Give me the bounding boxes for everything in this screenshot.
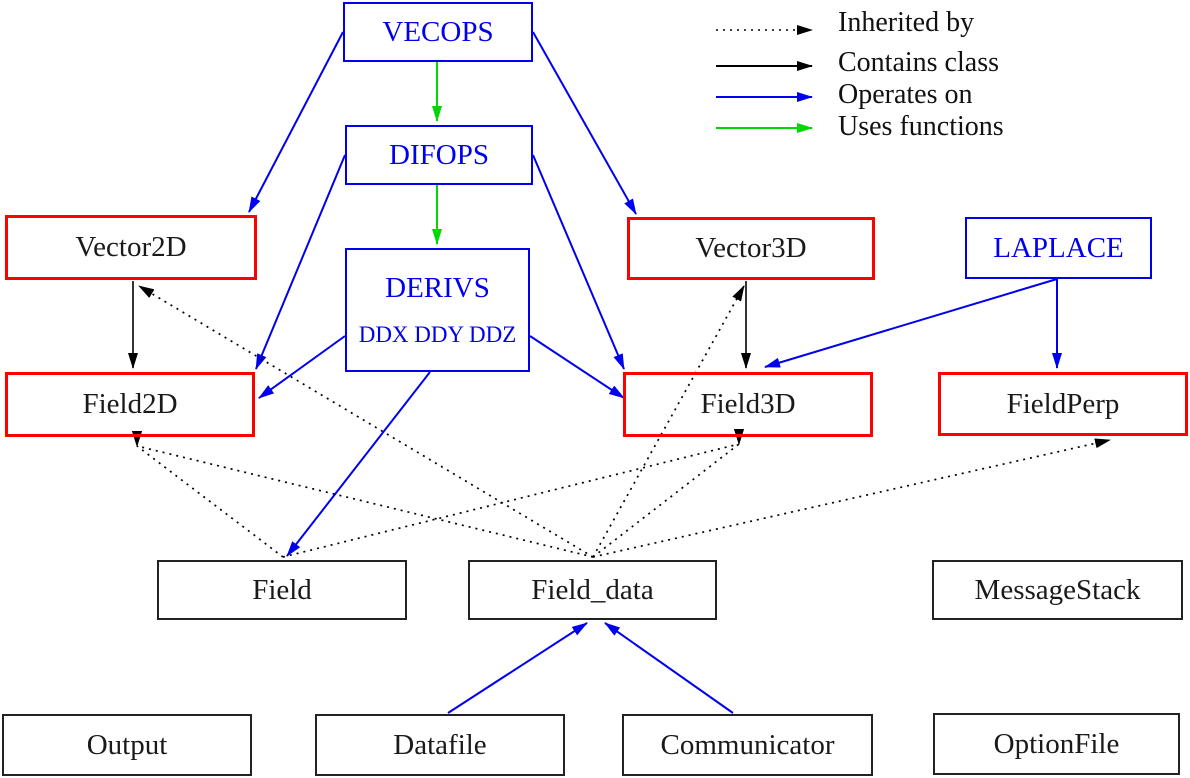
node-messagestack: MessageStack: [932, 560, 1183, 620]
node-vecops-label: VECOPS: [382, 15, 494, 48]
node-output: Output: [2, 714, 252, 776]
node-messagestack-label: MessageStack: [974, 573, 1141, 606]
edge-field-field3d: [282, 429, 744, 558]
edge-difops-field3d: [532, 154, 625, 370]
node-vector3d-label: Vector3D: [695, 232, 807, 264]
node-field3d: Field3D: [623, 372, 873, 437]
edge-field_data-field2d: [132, 431, 594, 558]
node-vector2d-label: Vector2D: [75, 231, 187, 263]
edge-derivs-field: [286, 371, 431, 557]
node-difops: DIFOPS: [345, 125, 533, 185]
node-vecops: VECOPS: [343, 2, 533, 62]
node-field_data-label: Field_data: [531, 573, 654, 606]
edge-vecops-vector2d: [248, 31, 344, 213]
legend-label-operates-on: Operates on: [838, 79, 973, 110]
node-difops-label: DIFOPS: [389, 138, 489, 171]
node-fieldperp-label: FieldPerp: [1006, 387, 1120, 420]
node-field3d-label: Field3D: [700, 388, 796, 420]
node-laplace-label: LAPLACE: [993, 231, 1124, 264]
node-output-label: Output: [86, 728, 168, 761]
node-datafile-label: Datafile: [393, 728, 487, 761]
node-field: Field: [157, 560, 407, 620]
node-vector2d: Vector2D: [5, 215, 257, 280]
edge-field-field2d: [132, 431, 284, 558]
node-datafile: Datafile: [315, 714, 565, 776]
node-fieldperp: FieldPerp: [938, 372, 1188, 436]
legend-label-inherited-by: Inherited by: [838, 7, 975, 38]
node-derivs: DERIVS DDX DDY DDZ: [345, 248, 530, 372]
legend-label-contains-class: Contains class: [838, 47, 999, 78]
node-derivs-sublabel: DDX DDY DDZ: [358, 322, 517, 347]
node-optionfile-label: OptionFile: [993, 727, 1120, 760]
edge-derivs-field3d: [529, 335, 625, 399]
edge-field_data-fieldperp: [592, 438, 1111, 558]
node-field-label: Field: [252, 573, 312, 606]
node-laplace: LAPLACE: [965, 217, 1152, 279]
node-vector3d: Vector3D: [627, 217, 875, 280]
node-optionfile: OptionFile: [933, 713, 1180, 775]
node-field_data: Field_data: [468, 560, 717, 620]
node-field2d-label: Field2D: [82, 388, 178, 420]
legend-label-uses-functions: Uses functions: [838, 111, 1004, 142]
edge-field_data-field3d: [592, 429, 744, 558]
edge-field_data-vector3d: [592, 285, 745, 558]
node-communicator: Communicator: [622, 714, 873, 776]
edge-derivs-field2d: [258, 335, 346, 399]
edge-communicator-field_data: [604, 622, 734, 714]
edge-difops-field2d: [255, 154, 346, 370]
node-communicator-label: Communicator: [660, 728, 835, 761]
edge-laplace-field3d: [764, 278, 1058, 368]
node-derivs-label: DERIVS: [385, 272, 490, 304]
node-field2d: Field2D: [5, 372, 255, 437]
edge-datafile-field_data: [447, 622, 588, 714]
edge-vecops-vector3d: [532, 31, 637, 215]
